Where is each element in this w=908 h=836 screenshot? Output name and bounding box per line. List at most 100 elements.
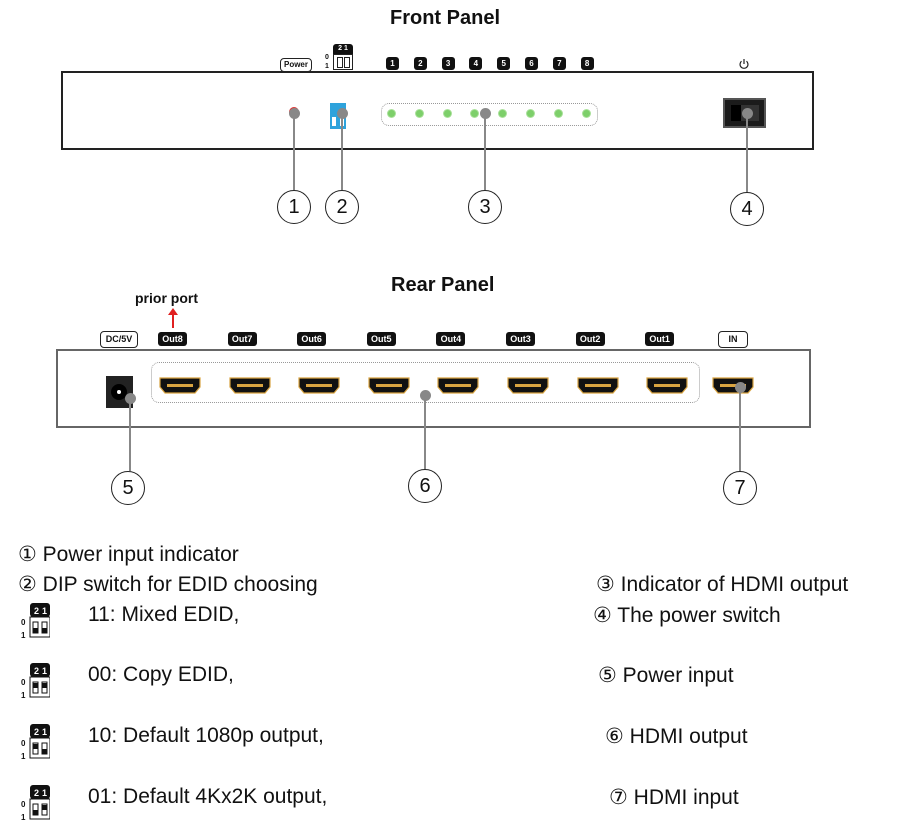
- hdmi-output-led: [443, 110, 451, 117]
- input-label: IN: [718, 331, 748, 348]
- callout-6: 6: [408, 469, 442, 503]
- dip-switch-state-icon: 2 1 0 1: [20, 663, 51, 701]
- dip-mode-text: 01: Default 4Kx2K output,: [88, 785, 328, 808]
- hdmi-output-led: [527, 110, 534, 117]
- hdmi-output-port[interactable]: [576, 377, 620, 394]
- callout-anchor-dot: [480, 108, 491, 119]
- output-number-tag: 7: [552, 57, 566, 70]
- callout-anchor-dot: [420, 390, 431, 401]
- output-port-label: Out6: [297, 332, 327, 346]
- legend-item-7: ⑦ HDMI input: [609, 786, 739, 809]
- callout-anchor-dot: [337, 108, 348, 119]
- callout-anchor-dot: [742, 108, 753, 119]
- dip-switch-legend: 2 1 0 1: [325, 44, 355, 72]
- hdmi-output-led: [582, 110, 590, 117]
- svg-text:1: 1: [42, 666, 47, 676]
- callout-leader-line: [293, 118, 295, 190]
- dip-mode-text: 00: Copy EDID,: [88, 663, 234, 686]
- output-port-label: Out5: [366, 332, 396, 346]
- power-label-tag: Power: [280, 58, 312, 72]
- legend-item-5: ⑤ Power input: [598, 664, 734, 687]
- front-panel-title: Front Panel: [390, 7, 501, 29]
- legend-item-2: ② DIP switch for EDID choosing: [18, 573, 318, 596]
- red-arrow-icon: [168, 308, 178, 328]
- hdmi-input-port[interactable]: [711, 377, 755, 394]
- callout-leader-line: [739, 392, 741, 471]
- legend-item-4: ④ The power switch: [593, 604, 781, 627]
- dip-row-0: 0: [325, 54, 329, 61]
- legend-item-3: ③ Indicator of HDMI output: [596, 573, 849, 596]
- output-number-tag: 6: [525, 57, 538, 70]
- hdmi-output-led: [554, 110, 562, 117]
- hdmi-output-port[interactable]: [367, 377, 411, 394]
- output-port-label: Out4: [436, 332, 466, 346]
- hdmi-output-port[interactable]: [297, 377, 341, 394]
- callout-leader-line: [746, 118, 748, 192]
- callout-leader-line: [129, 403, 131, 471]
- callout-1: 1: [277, 190, 311, 224]
- dip-mode-text: 10: Default 1080p output,: [88, 724, 324, 747]
- svg-text:0: 0: [21, 618, 26, 627]
- svg-text:1: 1: [21, 752, 26, 761]
- power-icon: [738, 57, 750, 69]
- svg-text:2: 2: [34, 666, 39, 676]
- hdmi-output-led: [415, 110, 423, 117]
- hdmi-output-port[interactable]: [436, 377, 480, 394]
- callout-anchor-dot: [289, 108, 300, 119]
- hdmi-output-led: [471, 110, 479, 117]
- svg-text:2: 2: [34, 788, 39, 798]
- dc5v-label: DC/5V: [100, 331, 138, 348]
- svg-text:1: 1: [21, 813, 26, 822]
- hdmi-output-led: [388, 110, 395, 117]
- dip-switch-state-icon: 2 1 0 1: [20, 603, 51, 641]
- dip-header: 2 1: [333, 44, 353, 54]
- hdmi-output-port[interactable]: [158, 377, 202, 394]
- callout-2: 2: [325, 190, 359, 224]
- dip-switch-state-icon: 2 1 0 1: [20, 724, 51, 762]
- svg-text:1: 1: [21, 631, 26, 640]
- dip-switch-state-icon: 2 1 0 1: [20, 785, 51, 823]
- svg-text:0: 0: [21, 739, 26, 748]
- output-number-tag: 5: [497, 57, 511, 70]
- svg-text:2: 2: [34, 727, 39, 737]
- callout-7: 7: [723, 471, 757, 505]
- dip-row-1: 1: [325, 63, 329, 70]
- callout-leader-line: [424, 400, 426, 469]
- callout-4: 4: [730, 192, 764, 226]
- output-number-tag: 2: [413, 57, 427, 70]
- callout-anchor-dot: [735, 382, 746, 393]
- callout-leader-line: [484, 118, 486, 190]
- hdmi-output-port[interactable]: [506, 377, 550, 394]
- legend-item-6: ⑥ HDMI output: [605, 725, 748, 748]
- rear-panel-title: Rear Panel: [391, 274, 495, 296]
- output-number-tag: 3: [441, 57, 455, 70]
- callout-anchor-dot: [125, 393, 136, 404]
- output-number-tag: 8: [580, 57, 594, 70]
- legend-item-1: ① Power input indicator: [18, 543, 239, 566]
- power-switch[interactable]: [723, 98, 766, 128]
- output-port-label: Out1: [645, 332, 675, 346]
- output-port-label: Out2: [575, 332, 605, 346]
- dip-mode-text: 11: Mixed EDID,: [88, 603, 240, 626]
- callout-5: 5: [111, 471, 145, 505]
- svg-text:2: 2: [34, 606, 39, 616]
- output-port-label: Out3: [506, 332, 535, 346]
- dip-body: [333, 54, 353, 70]
- output-number-tag: 1: [386, 57, 399, 70]
- callout-leader-line: [341, 118, 343, 190]
- output-number-tag: 4: [469, 57, 483, 70]
- svg-text:1: 1: [42, 788, 47, 798]
- prior-port-label: prior port: [135, 290, 198, 306]
- output-port-label: Out7: [227, 332, 257, 346]
- hdmi-output-led: [499, 110, 507, 117]
- svg-text:1: 1: [42, 727, 47, 737]
- front-panel-body: [61, 71, 814, 150]
- hdmi-output-indicators-group: [381, 103, 598, 126]
- callout-3: 3: [468, 190, 502, 224]
- svg-text:1: 1: [21, 691, 26, 700]
- svg-text:0: 0: [21, 678, 26, 687]
- hdmi-output-port[interactable]: [228, 377, 272, 394]
- hdmi-output-port[interactable]: [645, 377, 689, 394]
- svg-text:0: 0: [21, 800, 26, 809]
- svg-text:1: 1: [42, 606, 47, 616]
